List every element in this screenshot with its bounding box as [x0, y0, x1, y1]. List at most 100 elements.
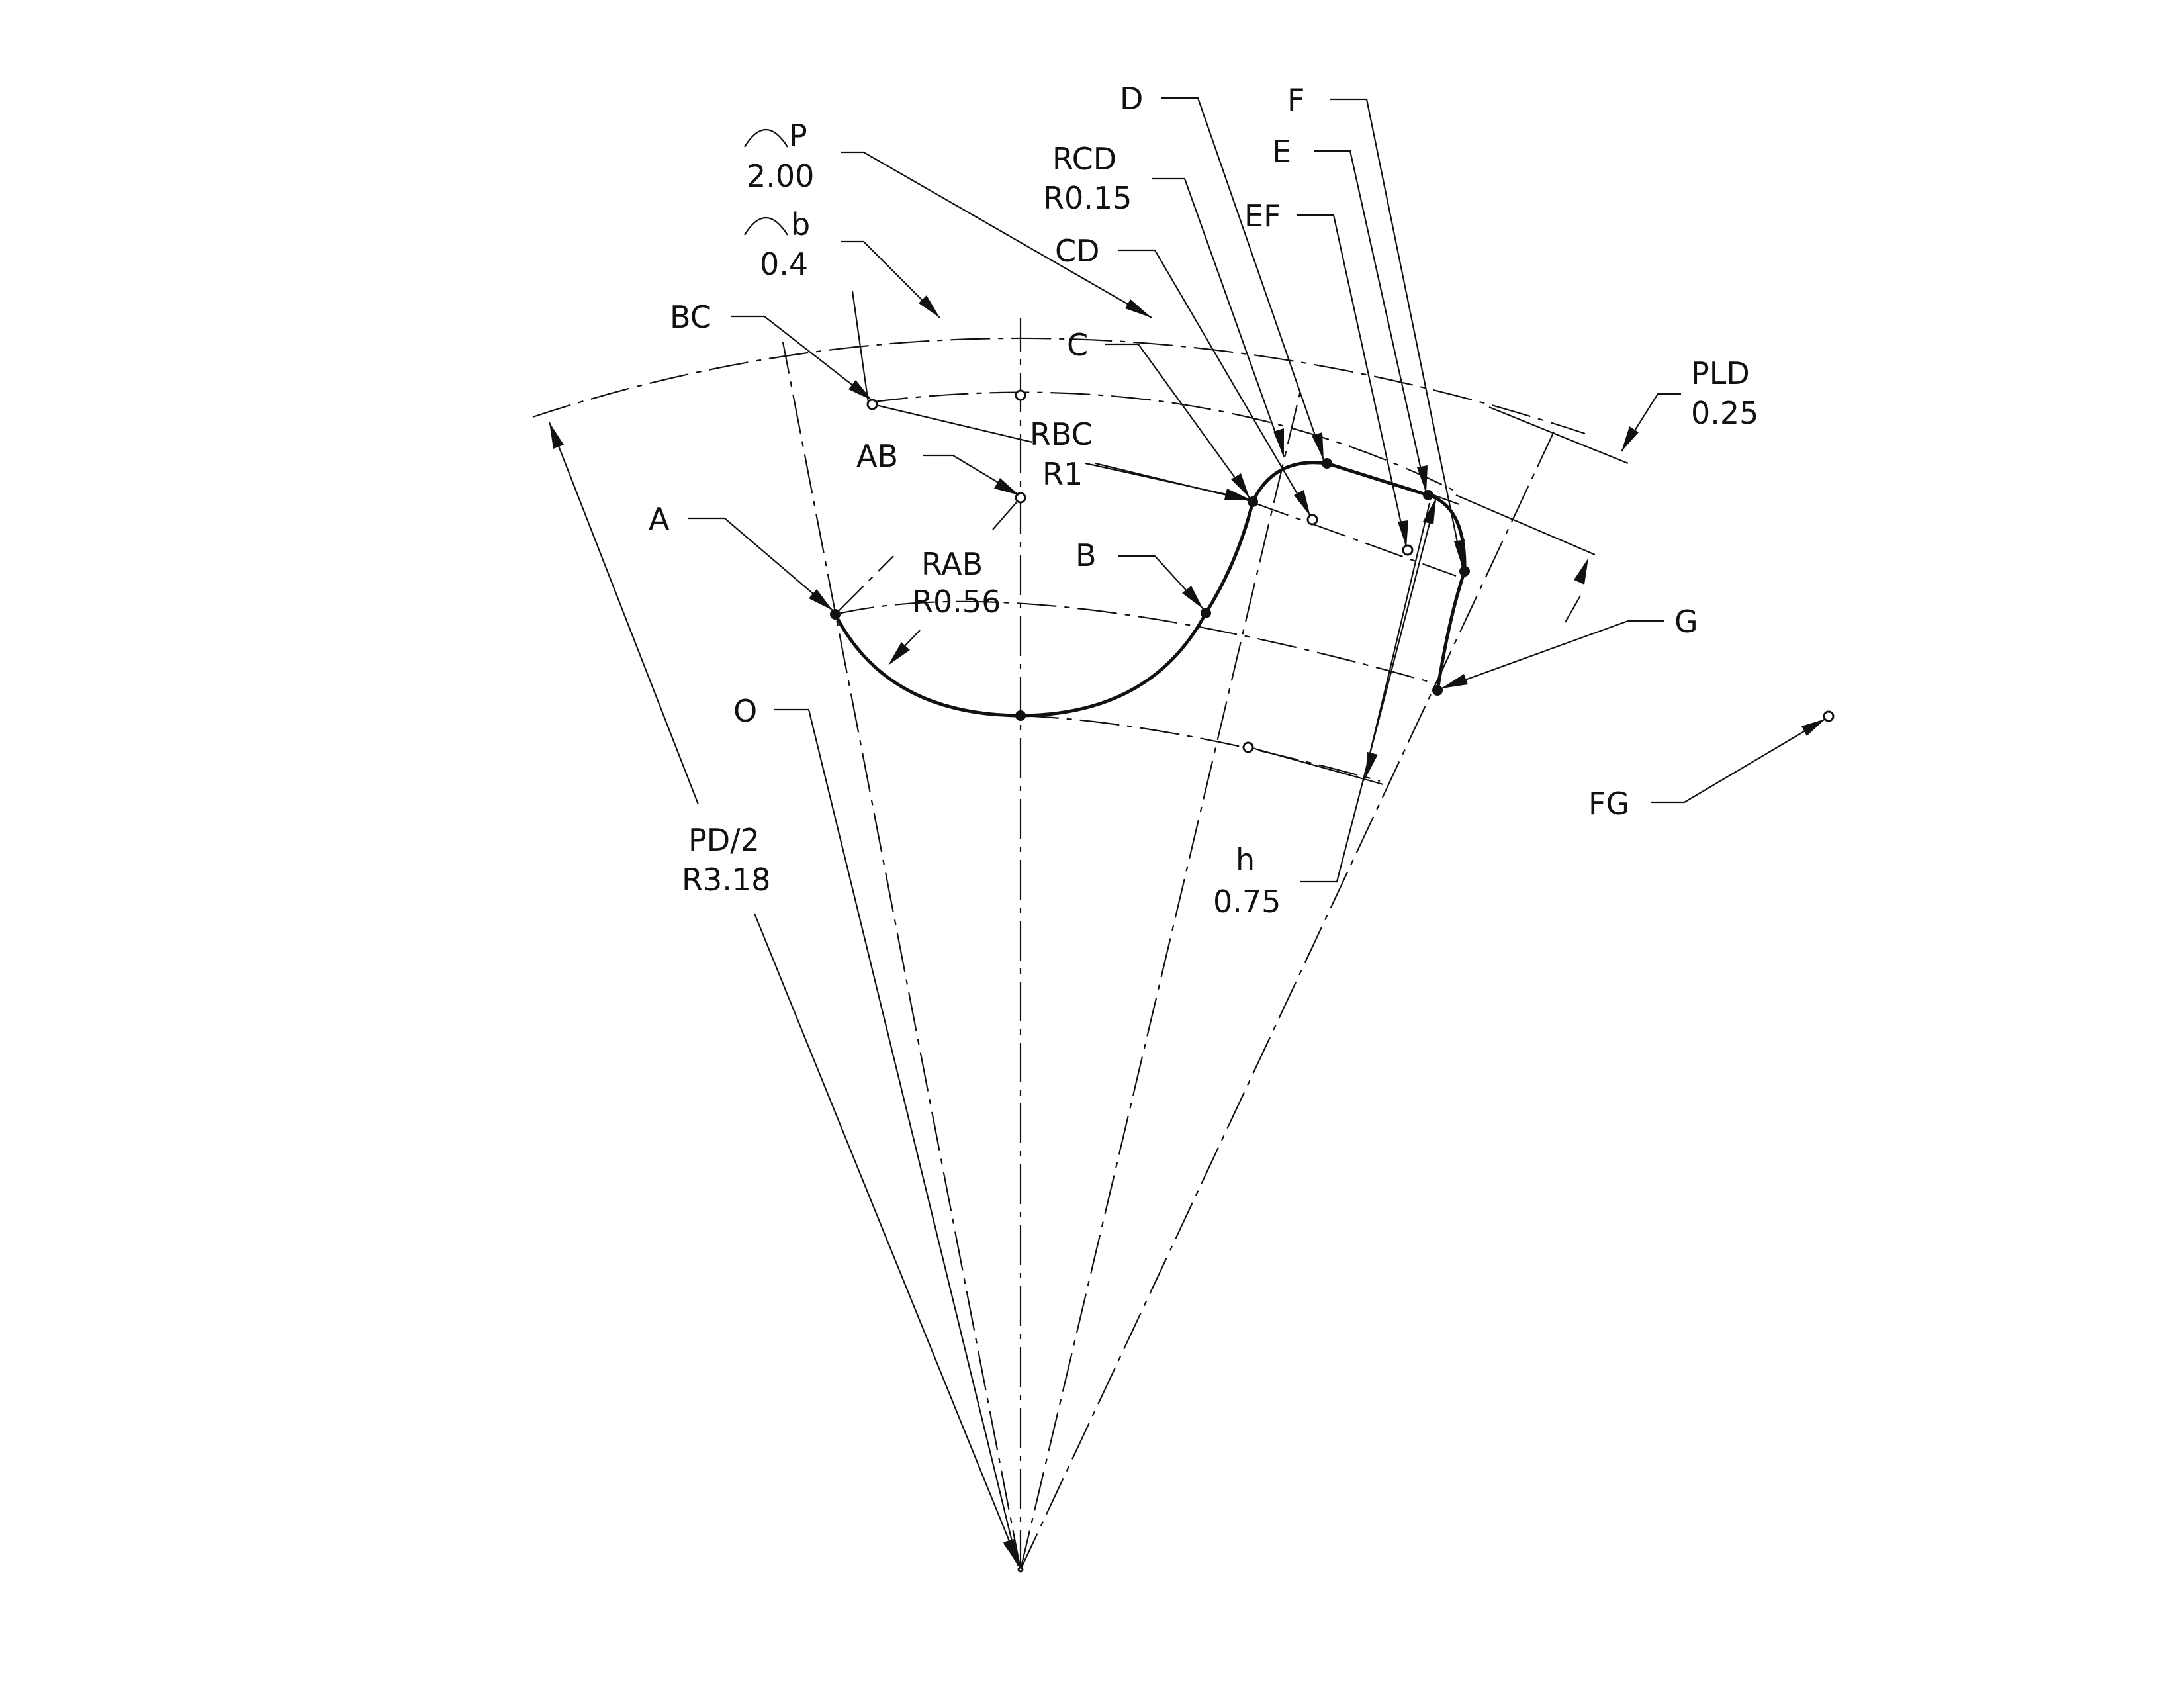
leader-RBC: [1085, 462, 1251, 501]
arc-symbol-P: [744, 129, 788, 148]
pld-extension-outer: [1488, 406, 1629, 465]
label-A: A: [649, 501, 670, 537]
leader-O: [774, 708, 1019, 1566]
labels: P 2.00 b 0.4 BC RBC R1 AB A RAB R0.56 B …: [649, 81, 1758, 919]
leader-PD2-lower: [753, 913, 1021, 1566]
point-BC: [866, 399, 878, 410]
arrowhead-F: [1454, 539, 1465, 568]
leader-RCD: [1152, 177, 1285, 457]
label-BC: BC: [670, 299, 711, 335]
root-arc: [1019, 714, 1381, 782]
arrowhead-G: [1441, 674, 1468, 688]
leader-EF: [1297, 214, 1408, 548]
point-D: [1322, 458, 1332, 469]
arrowhead-RAB: [888, 642, 910, 665]
radial-centerline-mid: [1019, 390, 1302, 1570]
label-D: D: [1120, 81, 1143, 117]
label-RAB-value: R0.56: [912, 584, 1001, 620]
label-P-value: 2.00: [747, 158, 814, 194]
topping-arc-cd: [1251, 461, 1328, 503]
leader-PD2-upper: [548, 422, 700, 805]
point-EF: [1402, 544, 1414, 556]
label-RCD-value: R0.15: [1043, 180, 1132, 216]
construction-lines: [532, 291, 1629, 1570]
rab-tangent: [835, 555, 894, 615]
leader-D: [1161, 97, 1325, 461]
leader-h: [1300, 497, 1437, 883]
label-PD2: PD/2: [688, 822, 760, 858]
leader-A: [688, 517, 833, 611]
leader-b: [841, 240, 940, 318]
label-P: P: [789, 118, 807, 154]
point-E: [1423, 490, 1433, 500]
arrowhead-CD: [1294, 490, 1310, 516]
point-C: [1248, 496, 1258, 507]
label-CD: CD: [1055, 233, 1100, 269]
point-FG: [1823, 710, 1835, 722]
pitch-line-arc: [868, 391, 1453, 491]
label-h: h: [1236, 842, 1255, 878]
b-extension: [851, 291, 870, 403]
arrowhead-RBC: [1224, 489, 1251, 500]
point-top: [1015, 389, 1026, 401]
leader-B: [1118, 555, 1204, 610]
point-h-base: [1242, 741, 1254, 753]
arrowhead-PD2-top: [549, 422, 564, 449]
label-G: G: [1674, 604, 1698, 639]
leader-PLD: [1621, 393, 1681, 452]
leader-CD: [1118, 249, 1311, 517]
arrowhead-C: [1231, 473, 1250, 498]
working-curve-bc: [1204, 501, 1255, 614]
flank-tangent-line: [1250, 500, 1457, 577]
arrowhead-D: [1312, 432, 1324, 460]
arc-symbol-b: [744, 217, 788, 236]
point-A: [830, 609, 841, 620]
leaders: [548, 97, 1826, 1566]
rbc-radius-line: [870, 402, 1033, 444]
leader-F: [1330, 98, 1464, 569]
label-PLD-value: 0.25: [1691, 395, 1758, 431]
leader-E: [1314, 150, 1428, 494]
arrowhead-RCD: [1273, 428, 1284, 457]
pld-dim-tail: [1565, 595, 1581, 623]
leader-BC: [731, 315, 873, 401]
flank-fg: [1435, 571, 1467, 691]
label-E: E: [1272, 134, 1291, 169]
radial-centerline-right: [1020, 431, 1555, 1570]
label-h-value: 0.75: [1213, 884, 1281, 919]
pld-extension-inner: [1455, 494, 1596, 556]
arrowhead-P: [1125, 299, 1152, 318]
leader-C: [1105, 343, 1250, 498]
label-PLD: PLD: [1691, 355, 1750, 391]
point-O: [1017, 1566, 1024, 1573]
arrowhead-E: [1417, 465, 1428, 493]
label-RBC-value: R1: [1042, 456, 1083, 492]
points: [830, 389, 1835, 1573]
leader-P: [841, 151, 1152, 318]
arrowhead-EF: [1398, 520, 1408, 547]
arrowhead-PLD-2: [1574, 558, 1588, 585]
arrowhead-O: [1003, 1539, 1018, 1566]
label-B: B: [1075, 538, 1097, 573]
label-PD2-value: R3.18: [682, 862, 770, 898]
leader-FG: [1651, 718, 1826, 804]
rab-radius-line: [992, 497, 1021, 530]
arrowhead-FG: [1801, 719, 1825, 736]
label-RAB: RAB: [921, 546, 983, 582]
h-dim-line: [1362, 502, 1431, 782]
seat-arc: [835, 600, 1437, 685]
point-AB: [1015, 492, 1026, 504]
arrowhead-b: [919, 295, 940, 318]
point-B: [1201, 608, 1211, 618]
point-F: [1459, 566, 1470, 577]
point-bottom: [1015, 710, 1026, 721]
h-extension-lower: [1247, 745, 1384, 786]
label-RCD: RCD: [1052, 141, 1116, 177]
arrowhead-h-bottom: [1365, 752, 1378, 778]
label-b: b: [791, 207, 810, 242]
label-F: F: [1287, 82, 1304, 118]
label-C: C: [1067, 327, 1088, 363]
arrowhead-B: [1182, 586, 1203, 609]
label-EF: EF: [1244, 198, 1281, 234]
